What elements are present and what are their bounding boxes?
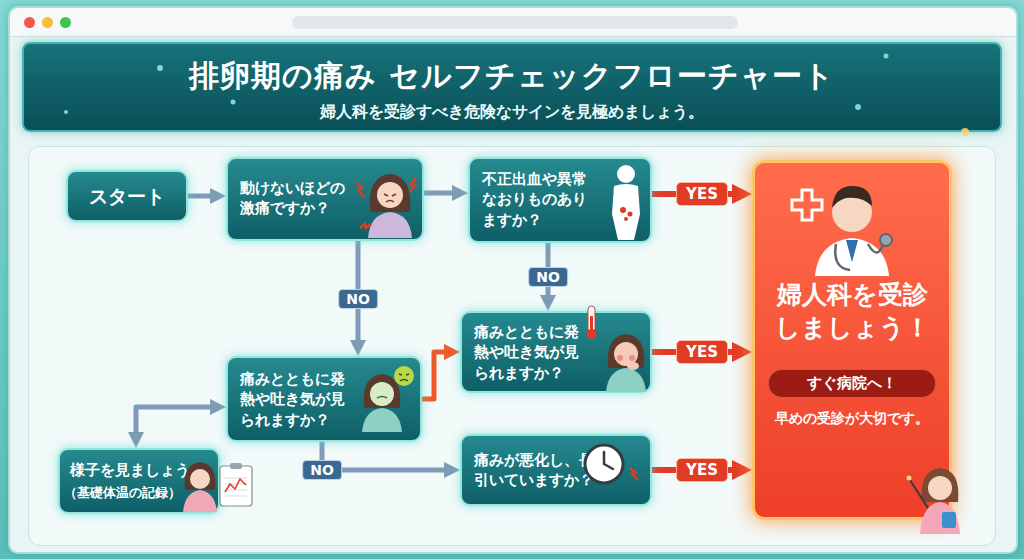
sparkles xyxy=(64,54,969,137)
node-text: 痛みとともに発熱や吐き気が見られますか？ xyxy=(240,369,352,430)
node-text: スタート xyxy=(68,184,186,210)
flow-arrow xyxy=(136,407,210,432)
browser-bar xyxy=(10,8,1016,37)
fever-icon xyxy=(587,306,647,392)
title: 排卵期の痛み セルフチェックフローチャート xyxy=(24,56,1000,97)
flow-arrow xyxy=(422,352,444,399)
record-icon xyxy=(183,462,252,512)
node-text: 痛みが悪化し、長引いていますか？ xyxy=(474,450,598,491)
window-dot xyxy=(24,17,35,28)
no-badge: NO xyxy=(528,267,568,287)
urgent-badge: すぐ病院へ！ xyxy=(768,369,936,398)
flow-arrow xyxy=(424,191,452,196)
clock-icon xyxy=(585,445,638,483)
yes-badge: YES xyxy=(676,182,728,206)
address-bar xyxy=(292,16,738,29)
subtitle: 婦人科を受診すべき危険なサインを見極めましょう。 xyxy=(24,102,1000,123)
node-text: 不正出血や異常なおりものありますか？ xyxy=(482,169,594,230)
woman-icon xyxy=(356,174,416,238)
window-dot xyxy=(42,17,53,28)
node-text: 痛みとともに発熱や吐き気が見られますか？ xyxy=(474,322,586,383)
outcome-box: 様子を見ましょう （基礎体温の記録） xyxy=(58,448,220,514)
window-dot xyxy=(60,17,71,28)
no-badge: NO xyxy=(338,289,378,309)
decision-box: 動けないほどの激痛ですか？ xyxy=(226,157,424,241)
yes-badge: YES xyxy=(676,458,728,482)
no-badge: NO xyxy=(302,460,342,480)
node-text: すぐ病院へ！ xyxy=(769,373,935,393)
body-icon xyxy=(612,165,640,240)
node-text: 動けないほどの激痛ですか？ xyxy=(240,178,352,219)
flow-arrow xyxy=(188,194,210,199)
start-box: スタート xyxy=(66,170,188,222)
node-text: 早めの受診が大切です。 xyxy=(755,409,949,428)
yes-badge: YES xyxy=(676,340,728,364)
doctor-illustration xyxy=(792,186,892,276)
decision-box: 痛みとともに発熱や吐き気が見られますか？ xyxy=(460,311,652,393)
node-text: 様子を見ましょう xyxy=(70,460,210,480)
guide-woman xyxy=(907,468,961,534)
decision-box: 痛みとともに発熱や吐き気が見られますか？ xyxy=(226,356,422,442)
result-box: 婦人科を受診しましょう！ 早めの受診が大切です。すぐ病院へ！ xyxy=(752,160,952,520)
decision-box: 不正出血や異常なおりものありますか？ xyxy=(468,157,652,243)
title-band: 排卵期の痛み セルフチェックフローチャート 婦人科を受診すべき危険なサインを見極… xyxy=(22,42,1002,132)
nausea-icon xyxy=(362,366,414,432)
node-text: 婦人科を受診しましょう！ xyxy=(772,279,932,344)
node-text: （基礎体温の記録） xyxy=(64,484,204,502)
decision-box: 痛みが悪化し、長引いていますか？ xyxy=(460,434,652,506)
